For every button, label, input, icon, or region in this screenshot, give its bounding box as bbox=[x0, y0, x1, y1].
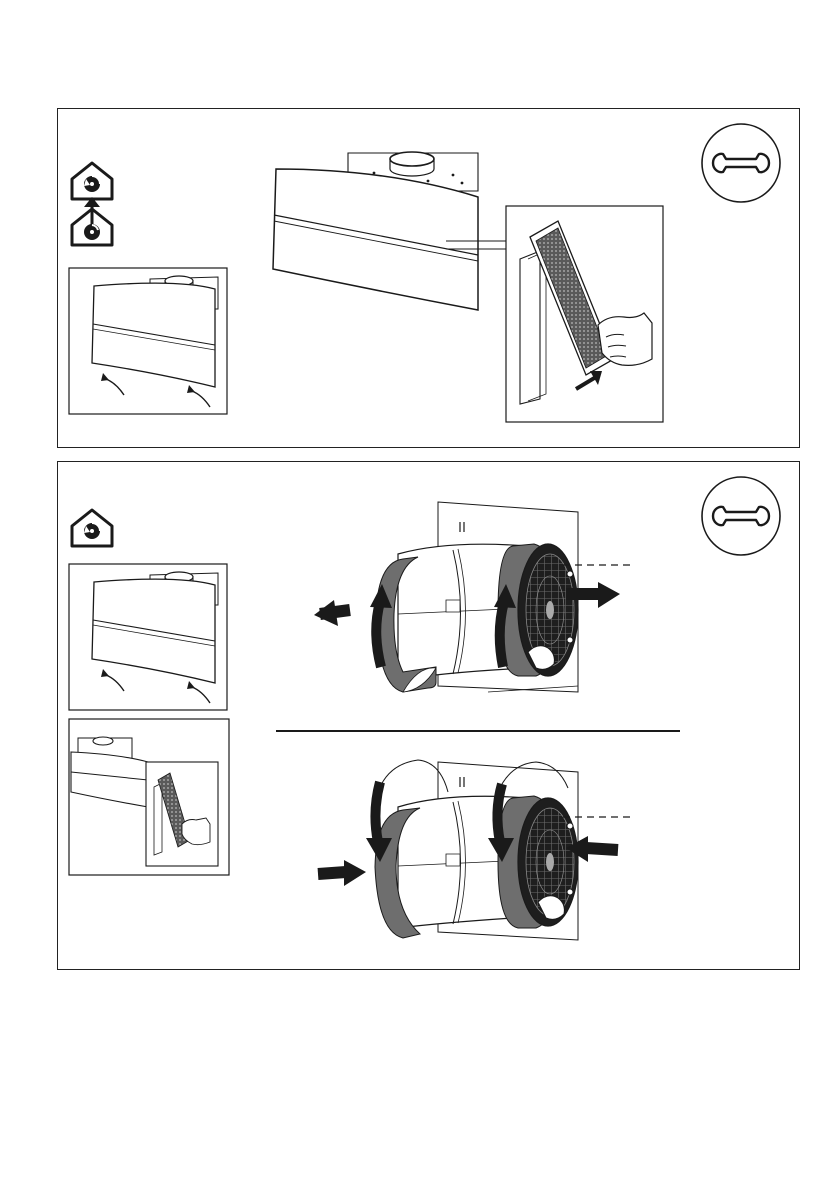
panel-charcoal-filter-replacement bbox=[57, 461, 800, 970]
hood-main-illustration bbox=[273, 152, 506, 310]
wrench-icon bbox=[702, 124, 780, 202]
charcoal-filter-installation bbox=[318, 760, 630, 940]
recirculation-house-icon bbox=[72, 163, 112, 199]
inset-grease-filter bbox=[506, 206, 663, 422]
extraction-house-icon bbox=[72, 197, 112, 245]
inset-lift-panel bbox=[69, 268, 227, 414]
inset-grease-filter bbox=[69, 719, 229, 875]
wrench-icon bbox=[702, 477, 780, 555]
inset-lift-panel bbox=[69, 564, 227, 710]
panel-filter-removal bbox=[57, 108, 800, 448]
recirculation-house-icon bbox=[72, 510, 112, 546]
charcoal-filter-removal bbox=[314, 502, 630, 692]
